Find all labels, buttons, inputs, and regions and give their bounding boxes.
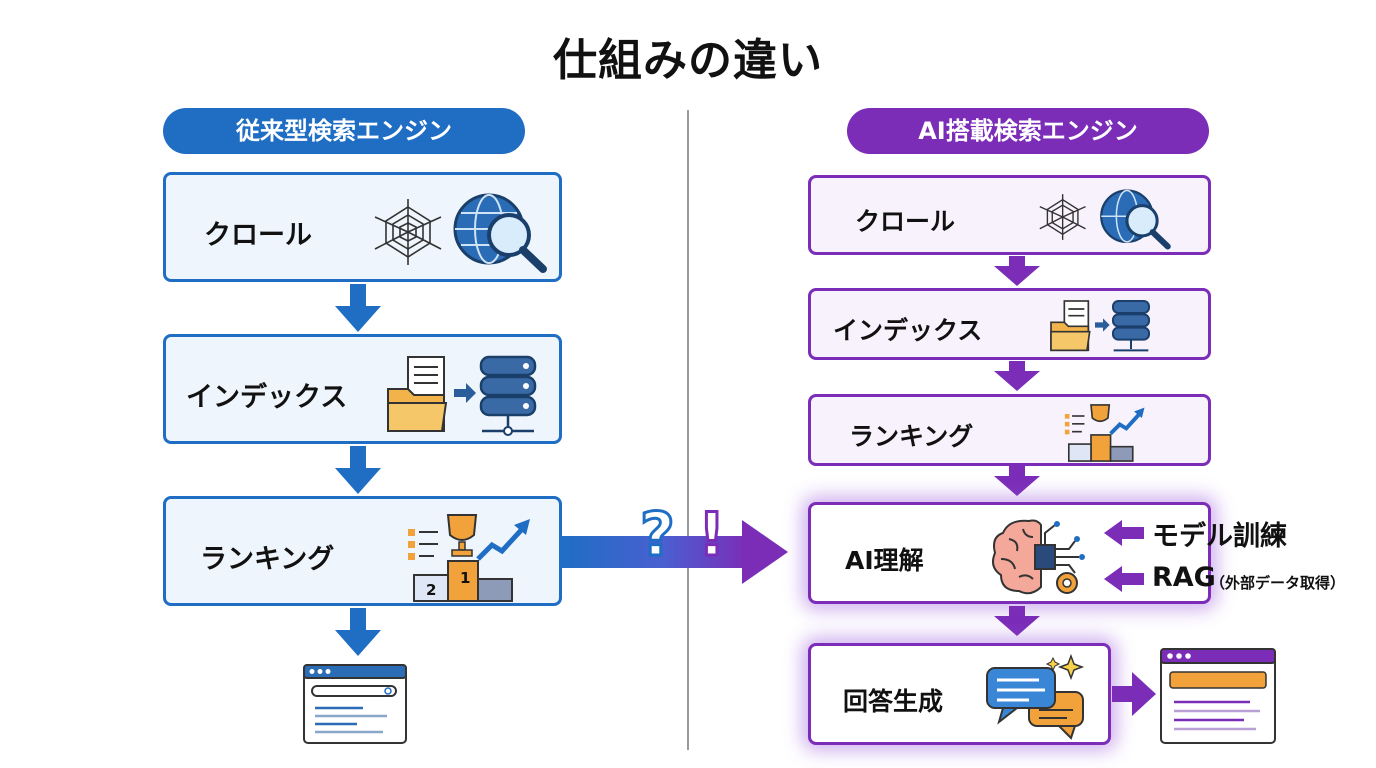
right-step-crawl: クロール xyxy=(808,175,1211,255)
left-arrow-2 xyxy=(335,446,381,494)
answer-output-arrow xyxy=(1112,672,1156,716)
right-arrow-4 xyxy=(994,606,1040,636)
left-step-ranking-label: ランキング xyxy=(200,544,335,575)
spider-web-icon xyxy=(1039,194,1086,240)
chat-bubbles-icon xyxy=(986,653,1085,740)
left-arrow-1 xyxy=(335,284,381,332)
rank-first-label: 1 xyxy=(460,569,471,587)
trophy-podium-icon xyxy=(1064,404,1145,462)
right-step-index: インデックス xyxy=(808,288,1211,360)
rag-note: （外部データ取得） xyxy=(1210,574,1346,592)
search-results-page-icon xyxy=(303,664,407,744)
right-arrow-1 xyxy=(994,256,1040,286)
left-step-ranking: ランキング 1 2 xyxy=(163,496,562,606)
right-step-ranking-label: ランキング xyxy=(849,422,974,451)
right-step-answer-label: 回答生成 xyxy=(843,687,944,716)
document-to-database-icon xyxy=(387,355,537,436)
ai-engine-header: AI搭載検索エンジン xyxy=(847,108,1209,154)
globe-search-icon xyxy=(1100,189,1171,250)
trophy-podium-icon xyxy=(408,514,530,602)
right-step-ranking: ランキング xyxy=(808,394,1211,466)
right-arrow-3 xyxy=(994,466,1040,496)
ai-brain-chip-icon xyxy=(992,519,1085,595)
page-title: 仕組みの違い xyxy=(553,35,823,86)
training-input-arrow xyxy=(1104,520,1144,546)
right-arrow-2 xyxy=(994,361,1040,391)
bridge-arrow xyxy=(562,520,788,584)
right-step-ai-understanding: AI理解 xyxy=(808,502,1211,604)
left-step-index-label: インデックス xyxy=(186,382,348,413)
left-step-crawl-label: クロール xyxy=(204,220,312,251)
document-to-database-icon xyxy=(1050,300,1150,352)
model-training-label: モデル訓練 xyxy=(1152,521,1287,552)
spider-web-icon xyxy=(374,199,442,265)
right-step-crawl-label: クロール xyxy=(855,207,956,236)
rag-label: RAG xyxy=(1152,562,1216,593)
left-step-crawl: クロール xyxy=(163,172,562,282)
right-step-answer-generation: 回答生成 xyxy=(808,643,1111,745)
globe-search-icon xyxy=(453,193,547,273)
left-step-index: インデックス xyxy=(163,334,562,444)
left-arrow-3 xyxy=(335,608,381,656)
exclamation-mark: ! xyxy=(696,499,726,572)
traditional-engine-header: 従来型検索エンジン xyxy=(163,108,525,154)
question-mark: ? xyxy=(639,499,677,572)
divider xyxy=(687,110,689,750)
rag-input-arrow xyxy=(1104,566,1144,592)
right-step-index-label: インデックス xyxy=(833,316,983,345)
right-step-ai-label: AI理解 xyxy=(845,546,924,575)
rank-second-label: 2 xyxy=(426,581,437,599)
ai-answer-page-icon xyxy=(1160,648,1276,744)
